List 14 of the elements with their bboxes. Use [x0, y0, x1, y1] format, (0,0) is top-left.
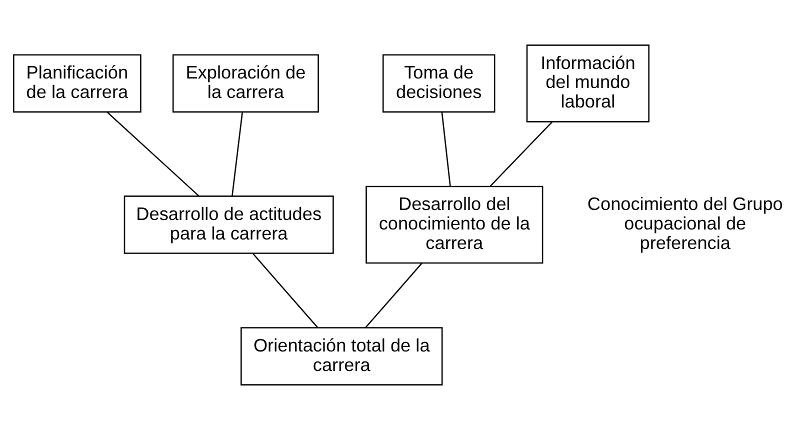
connector: [365, 262, 423, 328]
node-box: Exploración de la carrera: [172, 54, 319, 113]
connector: [252, 252, 318, 328]
node-box: Toma de decisiones: [382, 54, 496, 113]
connector: [490, 121, 553, 187]
node-box: Desarrollo de actitudes para la carrera: [124, 196, 334, 254]
label: Conocimiento del Grupo ocupacional de preferencia: [587, 194, 783, 253]
node-box: Desarrollo del conocimiento de la carrera: [366, 186, 544, 264]
node-box: Orientación total de la carrera: [240, 327, 443, 386]
node-box: Información del mundo laboral: [526, 44, 650, 122]
connector: [106, 112, 200, 197]
connector: [441, 112, 451, 186]
node-box: Planificación de la carrera: [13, 54, 142, 113]
connector: [232, 112, 244, 196]
